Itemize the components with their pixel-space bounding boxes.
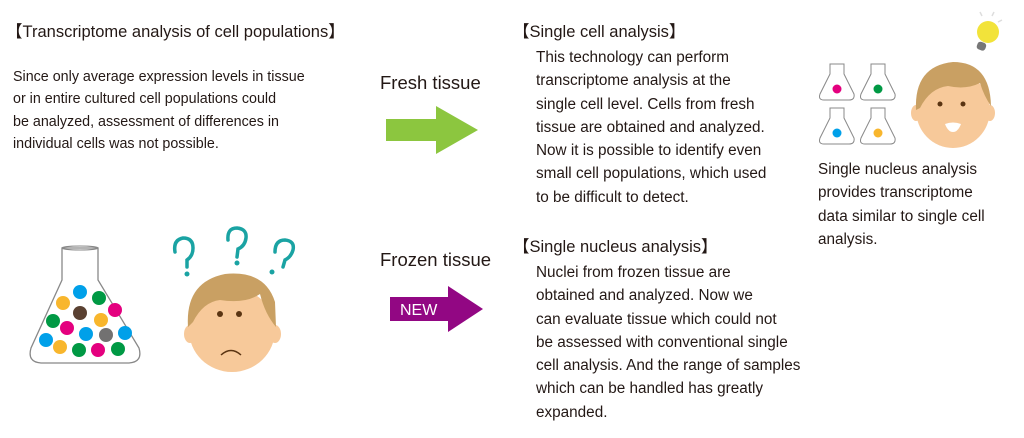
text-line: expanded. bbox=[536, 403, 608, 421]
single-nucleus-title: 【Single nucleus analysis】 bbox=[513, 238, 718, 256]
single-cell-title: 【Single cell analysis】 bbox=[513, 23, 686, 41]
confused-face-icon bbox=[172, 226, 296, 372]
text-line: Single nucleus analysis bbox=[818, 161, 978, 178]
text-line: to be difficult to detect. bbox=[536, 188, 689, 206]
text-line: Now it is possible to identify even bbox=[536, 142, 762, 160]
single-cell-flasks-icon bbox=[819, 63, 896, 145]
left-title: 【Transcriptome analysis of cell populati… bbox=[6, 23, 345, 41]
text-line: transcriptome analysis at the bbox=[536, 72, 731, 90]
lightbulb-icon bbox=[976, 11, 1003, 51]
text-line: or in entire cultured cell populations c… bbox=[13, 91, 277, 108]
fresh-arrow-icon bbox=[386, 106, 478, 154]
text-line: analysis. bbox=[818, 230, 878, 248]
text-line: single cell level. Cells from fresh bbox=[536, 95, 755, 113]
text-line: be assessed with conventional single bbox=[536, 333, 788, 351]
text-line: tissue are obtained and analyzed. bbox=[536, 118, 765, 136]
mixed-cell-flask-icon bbox=[29, 245, 141, 364]
fresh-tissue-label: Fresh tissue bbox=[380, 72, 481, 93]
text-line: individual cells was not possible. bbox=[13, 135, 219, 152]
text-line: Since only average expression levels in … bbox=[13, 69, 305, 85]
text-line: which can be handled has greatly bbox=[536, 380, 764, 398]
new-badge: NEW bbox=[400, 302, 438, 319]
text-line: cell analysis. And the range of samples bbox=[536, 357, 801, 375]
left-description: Since only average expression levels in … bbox=[13, 66, 305, 155]
single-nucleus-description: Nuclei from frozen tissue are obtained a… bbox=[536, 261, 800, 424]
text-line: This technology can perform bbox=[536, 49, 730, 66]
happy-face-icon bbox=[911, 62, 995, 148]
text-line: data similar to single cell bbox=[818, 207, 985, 225]
single-cell-description: This technology can perform transcriptom… bbox=[536, 46, 766, 209]
text-line: obtained and analyzed. Now we bbox=[536, 287, 753, 305]
text-line: small cell populations, which used bbox=[536, 165, 767, 183]
text-line: provides transcriptome bbox=[818, 184, 973, 202]
nucleus-note: Single nucleus analysis provides transcr… bbox=[818, 158, 985, 251]
frozen-arrow-icon: NEW bbox=[390, 286, 483, 332]
frozen-tissue-label: Frozen tissue bbox=[380, 249, 492, 270]
text-line: Nuclei from frozen tissue are bbox=[536, 264, 731, 281]
text-line: be analyzed, assessment of differences i… bbox=[13, 113, 279, 130]
text-line: can evaluate tissue which could not bbox=[536, 310, 777, 328]
